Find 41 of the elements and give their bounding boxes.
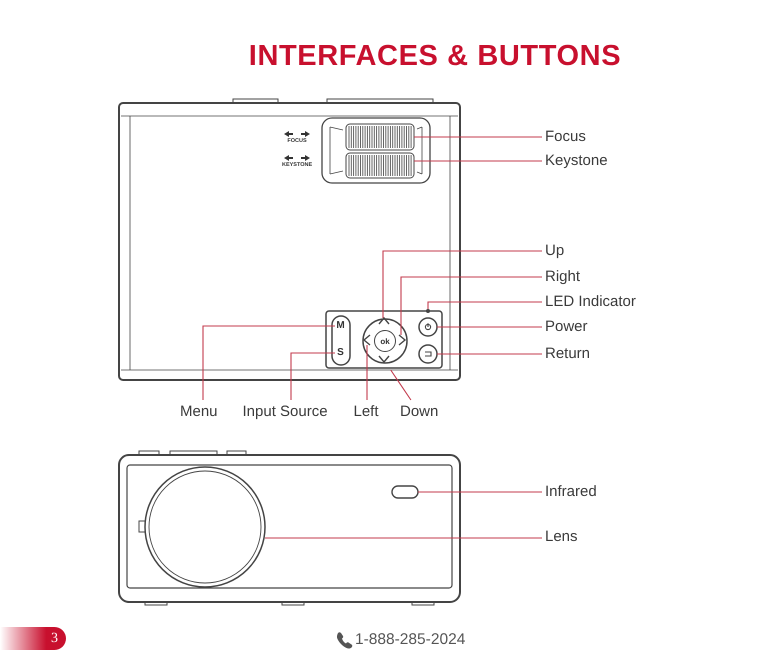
part-label: Left <box>354 403 379 421</box>
part-label: Focus <box>545 128 586 146</box>
leader-line <box>290 352 335 400</box>
source-key-label: S <box>335 346 346 360</box>
part-label: Up <box>545 242 564 260</box>
leader-line <box>437 326 542 328</box>
part-label: LED Indicator <box>545 293 636 311</box>
focus-wheel <box>346 124 414 150</box>
leader-line <box>390 370 412 400</box>
part-label: Keystone <box>545 152 608 170</box>
left-arrow-key <box>362 334 370 346</box>
leader-line <box>414 136 542 138</box>
leader-line <box>427 301 542 309</box>
leader-line <box>265 537 542 539</box>
up-arrow-key <box>378 316 390 324</box>
part-label: Input Source <box>242 403 328 421</box>
leader-line <box>414 160 542 162</box>
part-label: Power <box>545 318 588 336</box>
leader-line <box>418 491 542 493</box>
leader-line <box>400 276 542 335</box>
down-arrow-key <box>378 356 390 364</box>
leader-line <box>382 250 542 318</box>
return-button <box>418 344 438 364</box>
leader-line <box>437 353 542 355</box>
part-label: Right <box>545 268 580 286</box>
phone-number: 1-888-285-2024 <box>355 631 466 649</box>
lens <box>144 466 266 588</box>
sensor-window <box>391 485 419 499</box>
right-arrow-key <box>398 334 406 346</box>
part-label: Return <box>545 345 590 363</box>
part-label: Down <box>400 403 438 421</box>
menu-key-label: M <box>335 319 346 333</box>
leader-line <box>366 345 368 400</box>
part-label: Lens <box>545 528 578 546</box>
title: INTERFACES & BUTTONS <box>248 40 622 73</box>
part-label: Menu <box>180 403 218 421</box>
indicator-light <box>426 309 430 313</box>
keystone-wheel <box>346 152 414 178</box>
power-button <box>418 317 438 337</box>
page-number: 3 <box>0 627 66 650</box>
part-label: Infrared <box>545 483 597 501</box>
